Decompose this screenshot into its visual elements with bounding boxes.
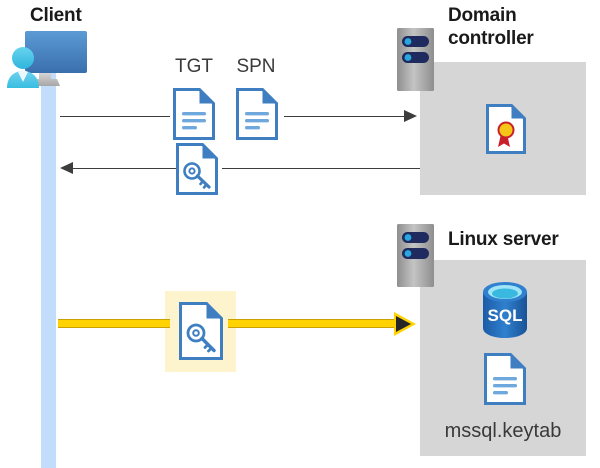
key-document-icon [176,143,218,200]
spn-label: SPN [236,56,276,77]
user-at-computer-icon [5,28,91,90]
server-rack-icon [397,224,434,287]
service-ticket-arrow-segment-right [228,319,398,328]
sql-database-icon: SQL [482,281,528,344]
keytab-filename-label: mssql.keytab [444,420,562,442]
response-arrow-segment-left [72,168,176,169]
server-rack-icon [397,28,434,91]
svg-text:SQL: SQL [488,306,523,325]
client-lifeline [41,70,56,468]
key-document-icon [179,302,223,365]
document-icon [484,353,526,410]
response-arrowhead [60,161,73,174]
document-icon [236,88,278,145]
client-label: Client [30,5,82,26]
service-ticket-arrowhead-inner [396,315,411,332]
request-arrowhead [404,109,417,122]
request-arrow-segment-right [284,116,404,117]
certificate-document-icon [486,104,526,159]
service-ticket-arrow-segment-left [58,319,170,328]
domain-controller-label: Domain controller [448,4,593,50]
domain-controller-label-line2: controller [448,28,534,49]
request-arrow-segment-left [60,116,170,117]
document-icon [173,88,215,145]
response-arrow-segment-right [222,168,420,169]
domain-controller-label-line1: Domain [448,5,517,26]
tgt-label: TGT [175,56,213,77]
linux-server-label: Linux server [448,229,559,250]
